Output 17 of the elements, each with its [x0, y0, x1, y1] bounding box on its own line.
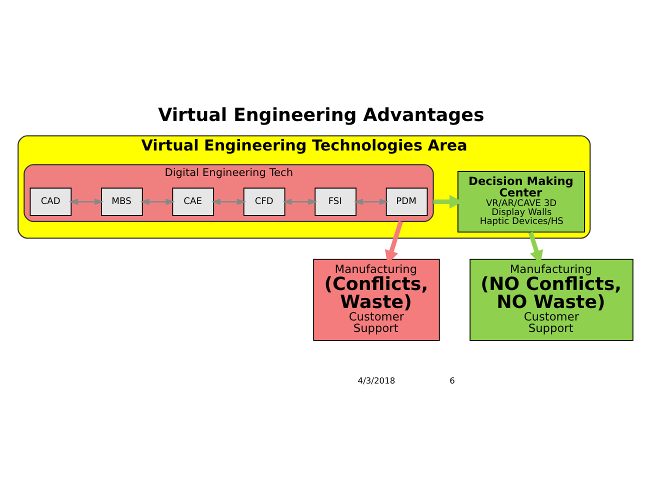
node-box: CAE — [172, 188, 214, 216]
arrow — [354, 198, 389, 205]
node-box: MBS — [101, 188, 143, 216]
node-box: Decision Making Center VR/AR/CAVE 3D Display Walls Haptic Devices/HS — [457, 171, 585, 233]
label: 6 — [450, 375, 455, 386]
node-box: CFD — [243, 188, 286, 216]
arrow — [282, 198, 318, 205]
diagram-title: Virtual Engineering Advantages — [158, 104, 484, 126]
node-box: CAD — [30, 188, 72, 216]
node-box: PDM — [386, 188, 428, 216]
label: 4/3/2018 — [358, 375, 396, 386]
arrow — [140, 198, 175, 205]
node-box: Manufacturing (Conflicts, Waste) Customer Support — [313, 258, 440, 341]
arrow — [211, 198, 246, 205]
node-box: FSI — [314, 188, 356, 216]
node-box: Manufacturing (NO Conflicts, NO Waste) Customer Support — [470, 258, 634, 341]
arrow — [68, 198, 104, 205]
